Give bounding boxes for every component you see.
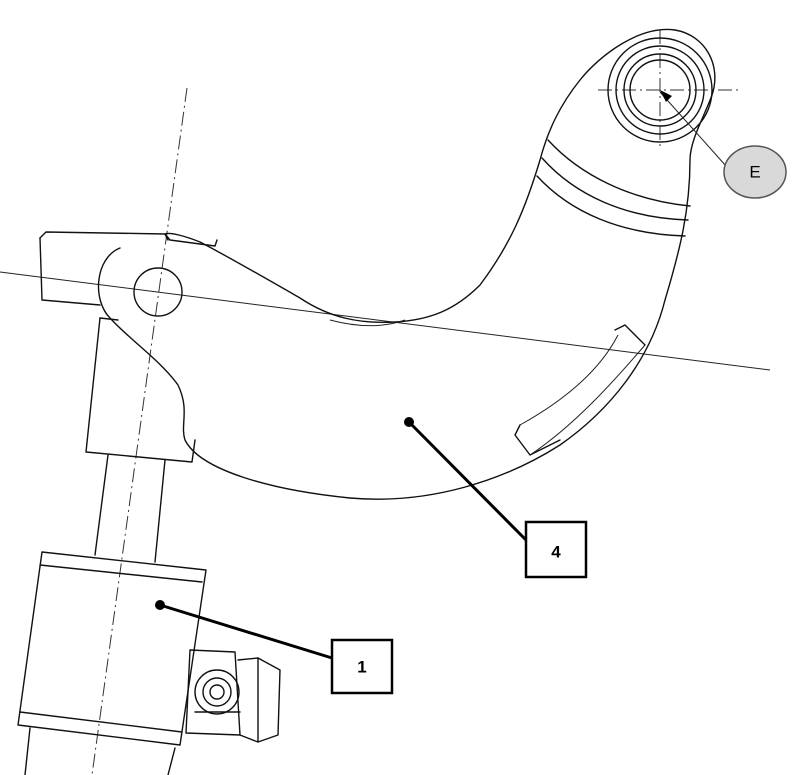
clevis-block [85, 317, 196, 463]
callout-e: E [723, 145, 787, 199]
neck-rib-2 [541, 157, 689, 221]
callout-e-label: E [749, 162, 760, 181]
leader-arrow-e [660, 90, 672, 102]
callout-4-label: 4 [551, 542, 561, 561]
pivot-hole [133, 267, 183, 317]
callout-4: 4 [524, 520, 588, 579]
reference-line [0, 271, 771, 371]
slot [514, 424, 561, 456]
callout-1: 1 [330, 638, 394, 695]
pivot-boss [97, 28, 716, 500]
pivot-arm [39, 28, 716, 500]
leader-line-4 [407, 420, 528, 542]
mounting-tab [39, 231, 169, 241]
callout-e-circle [723, 145, 787, 199]
neck-rib-1 [547, 139, 691, 207]
vertical-axis-centerline [91, 87, 188, 775]
piston-rod [94, 454, 166, 563]
leader-line-e [659, 91, 727, 167]
cylinder-body [17, 551, 207, 775]
leader-line-1 [159, 603, 333, 660]
neck-rib-3 [536, 175, 686, 237]
eye-bushing [607, 37, 713, 143]
fitting-port [194, 669, 240, 715]
hydraulic-fitting [185, 649, 281, 743]
callout-1-label: 1 [357, 657, 366, 676]
leaders [155, 90, 727, 660]
